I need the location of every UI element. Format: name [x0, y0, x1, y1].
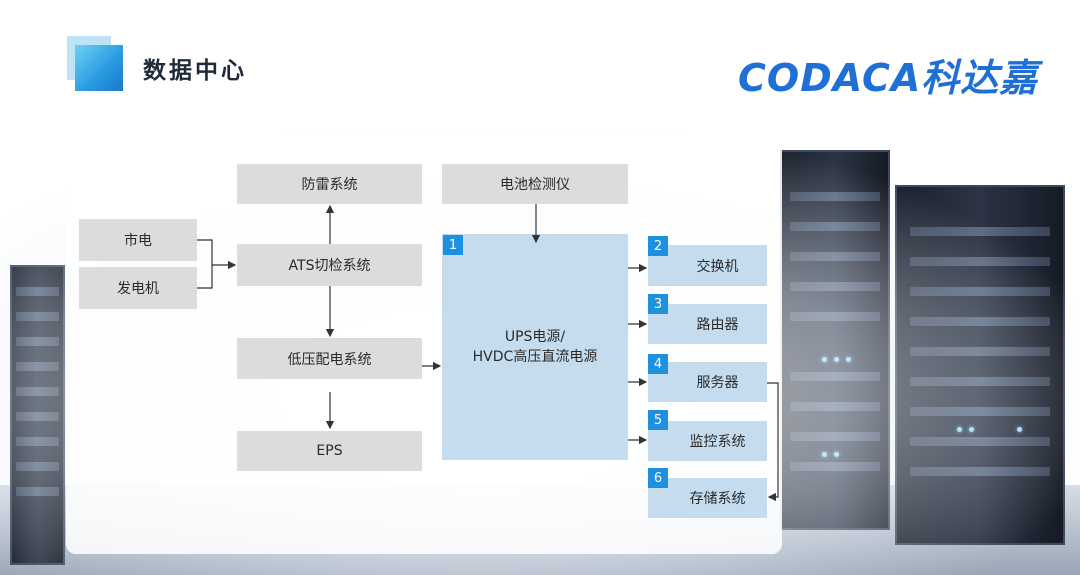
ups-number-badge: 1	[443, 235, 463, 255]
node-lv-distribution: 低压配电系统	[237, 338, 422, 379]
node-eps: EPS	[237, 431, 422, 471]
brand-logo: CODACA科达嘉	[738, 56, 1039, 100]
node-ats-switch: ATS切检系统	[237, 244, 422, 286]
title-decoration-icon	[67, 36, 125, 92]
storage-number-badge: 6	[648, 468, 668, 488]
node-lightning-protection: 防雷系统	[237, 164, 422, 204]
router-number-badge: 3	[648, 294, 668, 314]
node-mains: 市电	[79, 219, 197, 261]
node-generator: 发电机	[79, 267, 197, 309]
monitoring-number-badge: 5	[648, 410, 668, 430]
node-ups-power: UPS电源/ HVDC高压直流电源	[442, 234, 628, 460]
server-number-badge: 4	[648, 354, 668, 374]
switch-number-badge: 2	[648, 236, 668, 256]
ups-label-line1: UPS电源/	[504, 329, 566, 345]
page-title: 数据中心	[143, 58, 247, 84]
ups-label: UPS电源/ HVDC高压直流电源	[473, 327, 598, 367]
ups-label-line2: HVDC高压直流电源	[472, 349, 598, 365]
node-battery-monitor: 电池检测仪	[442, 164, 628, 204]
